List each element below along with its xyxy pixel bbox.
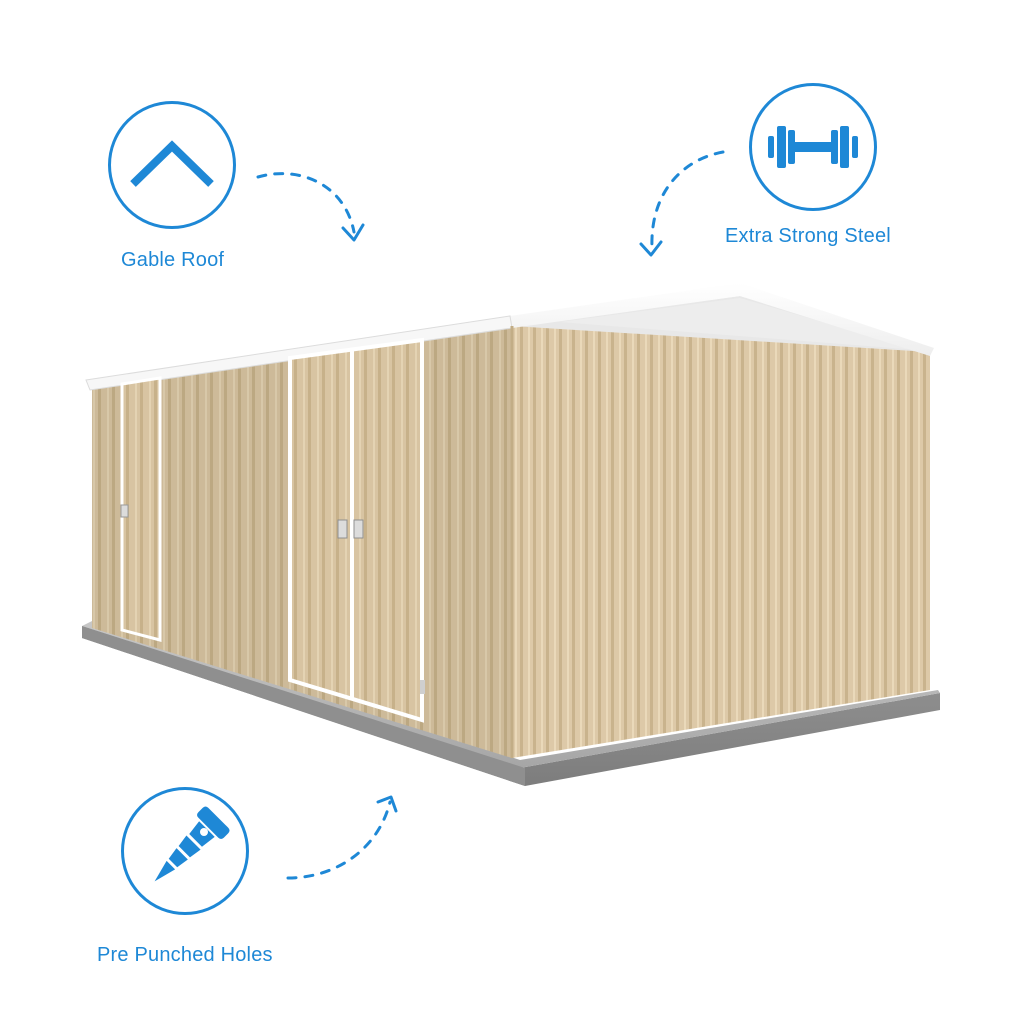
screw-icon (121, 787, 249, 915)
pre-punched-holes-label: Pre Punched Holes (97, 944, 273, 966)
gable-roof-icon (108, 101, 236, 229)
extra-strong-steel-label: Extra Strong Steel (725, 225, 891, 247)
gable-roof-label: Gable Roof (121, 249, 225, 271)
shed-end-wall (512, 296, 930, 758)
single-door (120, 376, 162, 642)
concrete-slab (82, 620, 940, 786)
dumbbell-icon (749, 83, 877, 211)
double-doors (288, 337, 425, 723)
shed-gable-roof (85, 283, 934, 758)
